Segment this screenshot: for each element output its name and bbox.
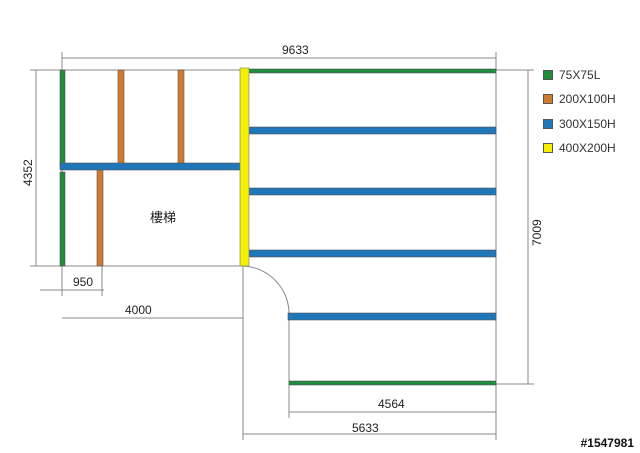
legend: 75X75L 200X100H 300X150H 400X200H: [543, 63, 616, 160]
h200-stair: [96, 169, 104, 267]
legend-item: 75X75L: [543, 63, 616, 87]
legend-label: 75X75L: [559, 68, 601, 83]
dimension-lines: [30, 52, 534, 440]
angle-top: [247, 68, 497, 74]
stair-label: 樓梯: [150, 211, 176, 226]
watermark-id: #1547981: [580, 436, 634, 450]
h400-members: [239, 67, 250, 267]
h200-right: [177, 69, 185, 165]
legend-label: 300X150H: [559, 116, 616, 131]
dim-right-label: 7009: [530, 219, 544, 246]
angle-bottom: [288, 380, 497, 386]
legend-swatch: [543, 118, 553, 129]
h300-mid-left: [59, 162, 244, 171]
dim-left-label: 4352: [21, 159, 35, 186]
legend-swatch: [543, 70, 553, 81]
legend-item: 200X100H: [543, 87, 616, 111]
dim-4564-label: 4564: [378, 397, 405, 411]
dim-4000-label: 4000: [125, 303, 152, 317]
h300-1: [248, 126, 497, 135]
h300-members: [59, 126, 497, 321]
building-outline: [61, 69, 497, 385]
dimension-labels: 9633 4352 7009 950 4000 4564 5633: [21, 43, 544, 435]
dim-top-label: 9633: [282, 43, 309, 57]
dim-950-label: 950: [73, 275, 93, 289]
angle-left-lower: [59, 171, 66, 267]
angle-left-upper: [59, 69, 66, 167]
h400-main: [239, 67, 250, 267]
h200-left: [117, 69, 125, 165]
h300-2: [248, 187, 497, 196]
legend-swatch: [543, 94, 553, 105]
h300-4: [287, 312, 497, 321]
legend-label: 400X200H: [559, 141, 616, 156]
legend-swatch: [543, 143, 553, 154]
legend-item: 400X200H: [543, 136, 616, 160]
dim-5633-label: 5633: [352, 421, 379, 435]
legend-label: 200X100H: [559, 92, 616, 107]
h300-3: [248, 249, 497, 258]
angle-members: [59, 68, 497, 386]
legend-item: 300X150H: [543, 112, 616, 136]
